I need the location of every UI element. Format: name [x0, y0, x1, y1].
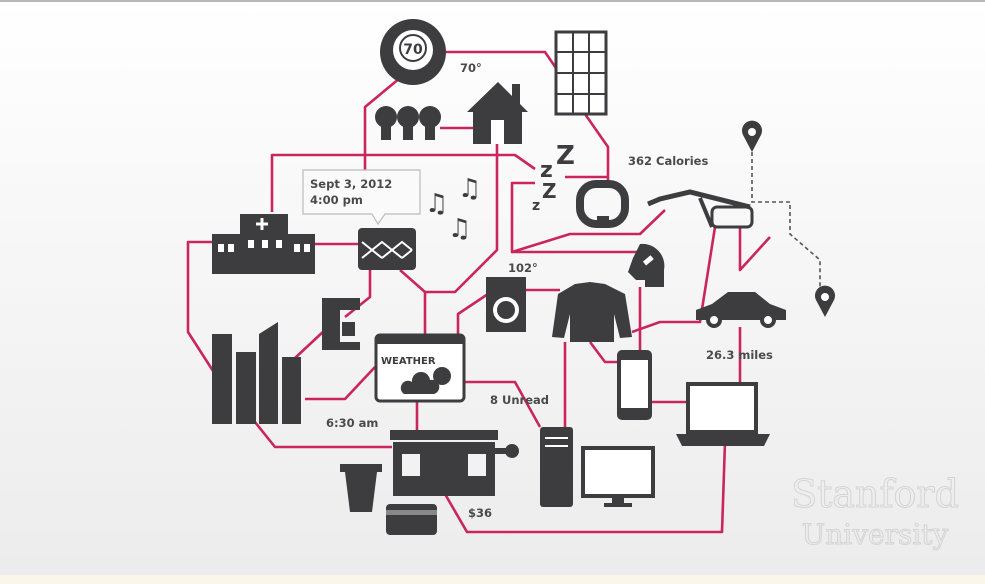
smart-glasses-icon — [647, 189, 754, 229]
svg-text:Z: Z — [542, 179, 557, 203]
coffee-maker-icon — [322, 298, 360, 350]
fitness-band-icon — [576, 180, 629, 228]
city-buildings-icon — [212, 322, 301, 424]
monitor-icon — [581, 446, 655, 507]
weather-app-icon: WEATHER — [374, 333, 466, 403]
svg-text:University: University — [802, 518, 949, 551]
svg-text:Sept 3, 2012: Sept 3, 2012 — [310, 177, 392, 191]
store-icon — [390, 430, 519, 496]
temperature-label: 70° — [460, 61, 482, 75]
svg-text:Stanford: Stanford — [791, 472, 959, 516]
svg-text:♫: ♫ — [458, 174, 481, 204]
car-icon — [696, 292, 786, 320]
light-bulbs-icon — [375, 106, 441, 140]
svg-text:4:00 pm: 4:00 pm — [310, 193, 363, 207]
map-pin-icon — [815, 285, 836, 317]
svg-text:WEATHER: WEATHER — [381, 356, 436, 367]
distance-label: 26.3 miles — [706, 348, 773, 362]
speaker-icon — [358, 228, 416, 270]
calories-label: 362 Calories — [628, 154, 708, 168]
credit-card-icon — [386, 504, 437, 535]
price-label: $36 — [468, 506, 492, 520]
window-icon — [554, 30, 608, 116]
connector-lines — [186, 50, 771, 534]
smartphone-icon — [617, 350, 652, 420]
svg-text:z: z — [540, 158, 553, 183]
washing-machine-icon — [486, 277, 526, 332]
svg-text:70: 70 — [403, 42, 423, 58]
house-icon — [467, 82, 528, 144]
laptop-icon — [676, 382, 770, 446]
alarm-time-label: 6:30 am — [326, 416, 378, 430]
music-notes-icon: ♫♫♫ — [425, 174, 481, 244]
svg-text:♫: ♫ — [425, 189, 448, 219]
head-implant-icon — [628, 243, 665, 287]
calendar-callout: Sept 3, 2012 4:00 pm — [302, 169, 421, 226]
unread-label: 8 Unread — [490, 393, 549, 407]
route-dashed-path — [751, 152, 821, 287]
map-pin-icon — [742, 120, 763, 152]
body-temperature-label: 102° — [508, 261, 538, 275]
desktop-tower-icon — [540, 427, 573, 507]
svg-text:Z: Z — [556, 141, 575, 171]
thermostat-icon: 70 — [380, 19, 446, 85]
svg-text:♫: ♫ — [448, 214, 471, 244]
svg-text:z: z — [532, 198, 540, 214]
hospital-icon — [212, 214, 315, 274]
coffee-cup-icon — [340, 464, 382, 512]
smart-jacket-icon — [552, 282, 632, 342]
stanford-watermark: Stanford University — [791, 472, 960, 552]
